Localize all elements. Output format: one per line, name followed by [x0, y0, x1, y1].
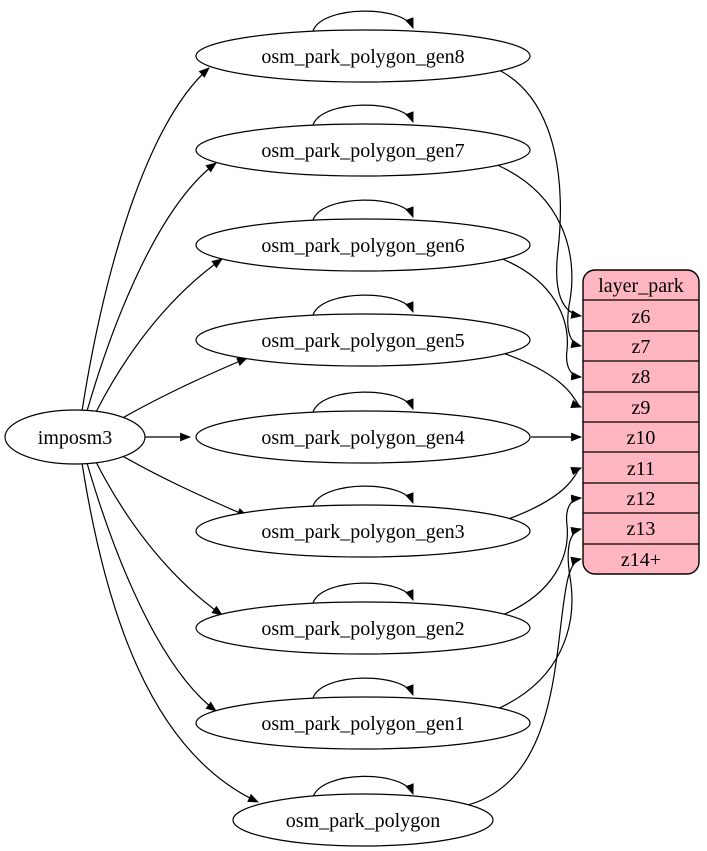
node-osm_park_polygon_gen4: osm_park_polygon_gen4 — [195, 410, 531, 464]
node-osm_park_polygon_gen3-shape — [195, 504, 531, 558]
node-osm_park_polygon_gen4-label: osm_park_polygon_gen4 — [261, 427, 464, 449]
self-loop-edges — [312, 10, 414, 798]
self-loop-osm_park_polygon — [312, 775, 414, 798]
node-osm_park_polygon_gen1-shape — [195, 696, 531, 750]
layer_park-row-z6: z6 — [632, 306, 651, 328]
node-osm_park_polygon_gen5-label: osm_park_polygon_gen5 — [261, 330, 464, 352]
node-osm_park_polygon: osm_park_polygon — [232, 793, 494, 847]
edge-imposm3-to-osm_park_polygon_gen8 — [81, 67, 210, 412]
edge-imposm3-to-osm_park_polygon — [81, 462, 259, 803]
node-imposm3-label: imposm3 — [38, 427, 112, 449]
node-osm_park_polygon_gen8-shape — [195, 29, 531, 83]
self-loop-osm_park_polygon_gen7 — [312, 104, 414, 126]
layer_park-row-z8: z8 — [632, 366, 651, 388]
self-loop-osm_park_polygon_gen8 — [312, 10, 414, 32]
edge-osm_park_polygon_gen3-to-z11 — [502, 466, 583, 522]
edge-imposm3-to-osm_park_polygon_gen7 — [86, 162, 217, 412]
node-osm_park_polygon_gen3: osm_park_polygon_gen3 — [195, 504, 531, 558]
layer_park-table-title: layer_park — [598, 275, 684, 297]
node-imposm3: imposm3 — [4, 409, 146, 465]
node-osm_park_polygon_gen5: osm_park_polygon_gen5 — [195, 313, 531, 367]
layer_park-row-z14plus: z14+ — [621, 549, 661, 571]
node-osm_park_polygon_gen6-label: osm_park_polygon_gen6 — [261, 235, 464, 257]
node-osm_park_polygon_gen7: osm_park_polygon_gen7 — [195, 123, 531, 177]
node-osm_park_polygon_gen3-label: osm_park_polygon_gen3 — [261, 521, 464, 543]
self-loop-osm_park_polygon_gen4 — [312, 391, 414, 413]
self-loop-osm_park_polygon_gen1 — [312, 677, 414, 699]
node-osm_park_polygon_gen1-label: osm_park_polygon_gen1 — [261, 713, 464, 735]
node-osm_park_polygon_gen2-shape — [195, 601, 531, 655]
node-osm_park_polygon_gen6-shape — [195, 218, 531, 272]
edge-osm_park_polygon_gen8-to-z6 — [496, 68, 583, 319]
edge-imposm3-to-osm_park_polygon_gen2 — [94, 459, 223, 616]
layer_park-row-z7: z7 — [632, 336, 651, 358]
node-osm_park_polygon_gen2-label: osm_park_polygon_gen2 — [261, 618, 464, 640]
edge-osm_park_polygon_gen1-to-z13 — [494, 526, 583, 711]
node-osm_park_polygon_gen8-label: osm_park_polygon_gen8 — [261, 46, 464, 68]
edge-osm_park_polygon_gen6-to-z8 — [499, 257, 583, 381]
edge-osm_park_polygon_gen5-to-z9 — [502, 352, 583, 409]
layer_park-row-z11: z11 — [627, 458, 655, 480]
edges-from-source — [81, 67, 259, 803]
layer_park-row-z9: z9 — [632, 397, 651, 419]
edge-osm_park_polygon_gen7-to-z7 — [494, 163, 583, 349]
layer_park-row-z10: z10 — [627, 427, 656, 449]
edge-imposm3-to-osm_park_polygon_gen1 — [86, 462, 217, 712]
node-osm_park_polygon-label: osm_park_polygon — [286, 810, 440, 832]
node-osm_park_polygon_gen1: osm_park_polygon_gen1 — [195, 696, 531, 750]
edge-osm_park_polygon_gen2-to-z12 — [499, 494, 583, 617]
self-loop-osm_park_polygon_gen5 — [312, 294, 414, 316]
node-osm_park_polygon_gen6: osm_park_polygon_gen6 — [195, 218, 531, 272]
node-layer_park-table: layer_park z6 z7 z8 z9 z10 z11 z12 z13 z… — [582, 269, 700, 575]
edge-imposm3-to-osm_park_polygon_gen3 — [111, 449, 249, 517]
edge-imposm3-to-osm_park_polygon_gen5 — [111, 357, 249, 425]
node-osm_park_polygon_gen2: osm_park_polygon_gen2 — [195, 601, 531, 655]
edges-to-layer-table — [463, 68, 583, 807]
self-loop-osm_park_polygon_gen6 — [312, 199, 414, 221]
node-osm_park_polygon_gen7-label: osm_park_polygon_gen7 — [261, 140, 464, 162]
node-osm_park_polygon_gen5-shape — [195, 313, 531, 367]
node-osm_park_polygon_gen7-shape — [195, 123, 531, 177]
self-loop-osm_park_polygon_gen3 — [312, 485, 414, 507]
layer_park-row-z12: z12 — [627, 488, 656, 510]
self-loop-osm_park_polygon_gen2 — [312, 582, 414, 604]
edge-osm_park_polygon-to-z14plus — [463, 556, 583, 807]
layer_park-row-z13: z13 — [627, 518, 656, 540]
node-osm_park_polygon-shape — [232, 793, 494, 847]
node-imposm3-shape — [4, 409, 146, 465]
node-osm_park_polygon_gen8: osm_park_polygon_gen8 — [195, 29, 531, 83]
edge-imposm3-to-osm_park_polygon_gen6 — [94, 258, 223, 415]
node-osm_park_polygon_gen4-shape — [195, 410, 531, 464]
